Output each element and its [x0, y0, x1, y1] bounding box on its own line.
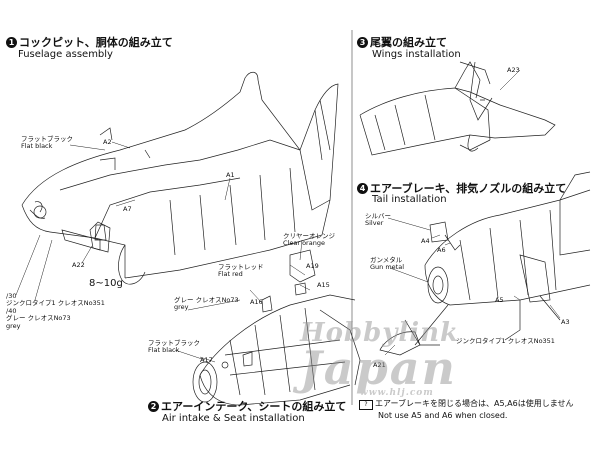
watermark-line-1: Hobbylink — [300, 318, 460, 348]
step3-title-en: Wings installation — [372, 49, 461, 60]
part-a16: A16 — [250, 298, 263, 306]
part-a5: A5 — [495, 296, 504, 304]
step2-title-en: Air intake & Seat installation — [162, 413, 305, 424]
part-a3: A3 — [561, 318, 570, 326]
part-a19: A19 — [306, 262, 319, 270]
part-a23: A23 — [507, 66, 520, 74]
grey-en: grey — [174, 303, 189, 312]
tail-drawing — [359, 61, 556, 156]
mix-line-1: /30 — [6, 292, 17, 300]
flat-black-1-jp: フラットブラック — [21, 135, 73, 143]
clear-orange-jp: クリヤーオレンジ — [283, 232, 335, 240]
part-a17: A17 — [200, 356, 213, 364]
step2-title-jp: エアーインテーク、シートの組み立て — [161, 400, 347, 413]
note-icon: ? — [359, 400, 373, 410]
part-a15: A15 — [317, 281, 330, 289]
step1-leaders — [15, 141, 231, 301]
hobbylink-watermark: Hobbylink Japan www.hlj.com — [300, 318, 459, 398]
step2-leaders — [174, 239, 311, 363]
fuselage-drawing — [21, 71, 339, 285]
step4-title-jp: エアーブレーキ、排気ノズルの組み立て — [370, 182, 567, 195]
flat-black-callout-1: フラットブラック Flat black — [21, 135, 73, 151]
step2-number: 2 — [148, 401, 159, 412]
watermark-line-3: www.hlj.com — [360, 388, 434, 398]
nose-weight: 8~10g — [89, 278, 123, 289]
airbrake-note: ?エアーブレーキを閉じる場合は、A5,A6は使用しません — [359, 398, 573, 410]
airbrake-note-jp: エアーブレーキを閉じる場合は、A5,A6は使用しません — [375, 399, 574, 408]
rear-fuselage-drawing — [379, 171, 591, 356]
step4-title-en: Tail installation — [372, 194, 447, 205]
gun-metal-jp: ガンメタル — [370, 256, 403, 264]
step1-title-en: Fuselage assembly — [18, 49, 113, 60]
gun-metal-en: Gun metal — [370, 263, 405, 272]
airbrake-note-en: Not use A5 and A6 when closed. — [378, 411, 508, 420]
step1-title-jp: コックピット、胴体の組み立て — [19, 36, 173, 49]
step4-leaders — [384, 217, 561, 356]
zinc-chromate-callout: ジンクロタイプ1 クレオスNo351 — [456, 337, 555, 345]
part-a1: A1 — [226, 171, 235, 179]
step3-leader — [499, 69, 521, 91]
part-a22: A22 — [72, 261, 85, 269]
clear-orange-en: Clear orange — [283, 239, 325, 248]
gun-metal-callout: ガンメタル Gun metal — [370, 256, 405, 272]
flat-red-callout: フラットレッド Flat red — [218, 263, 264, 279]
flat-black-2-jp: フラットブラック — [148, 339, 200, 347]
silver-jp: シルバー — [365, 212, 391, 220]
flat-black-1-en: Flat black — [21, 142, 53, 151]
grey-callout: グレー クレオスNo73 grey — [174, 296, 239, 312]
step3-number: 3 — [357, 37, 368, 48]
mix-line-3: /40 — [6, 306, 17, 315]
part-a4: A4 — [421, 237, 430, 245]
mix-line-5: grey — [6, 321, 21, 330]
silver-en: Silver — [365, 219, 384, 228]
silver-callout: シルバー Silver — [365, 212, 391, 228]
step3-title-jp: 尾翼の組み立て — [370, 36, 447, 49]
paint-mix-callout: /30 ジンクロタイプ1 クレオスNo351 /40 グレー クレオスNo73 … — [6, 292, 105, 330]
mix-line-2: ジンクロタイプ1 クレオスNo351 — [6, 299, 105, 308]
part-a21: A21 — [373, 361, 386, 369]
step4-number: 4 — [357, 183, 368, 194]
step1-number: 1 — [6, 37, 17, 48]
mix-line-4: グレー クレオスNo73 — [6, 314, 71, 323]
flat-black-2-en: Flat black — [148, 346, 180, 355]
flat-black-callout-2: フラットブラック Flat black — [148, 339, 200, 355]
flat-red-en: Flat red — [218, 270, 243, 279]
clear-orange-callout: クリヤーオレンジ Clear orange — [283, 232, 335, 248]
part-a2: A2 — [103, 138, 112, 146]
part-a7: A7 — [123, 205, 132, 213]
flat-red-jp: フラットレッド — [218, 263, 264, 271]
air-intake-drawing — [192, 249, 361, 406]
part-a6: A6 — [437, 246, 446, 254]
grey-jp: グレー クレオスNo73 — [174, 296, 239, 304]
watermark-line-2: Japan — [300, 341, 457, 395]
